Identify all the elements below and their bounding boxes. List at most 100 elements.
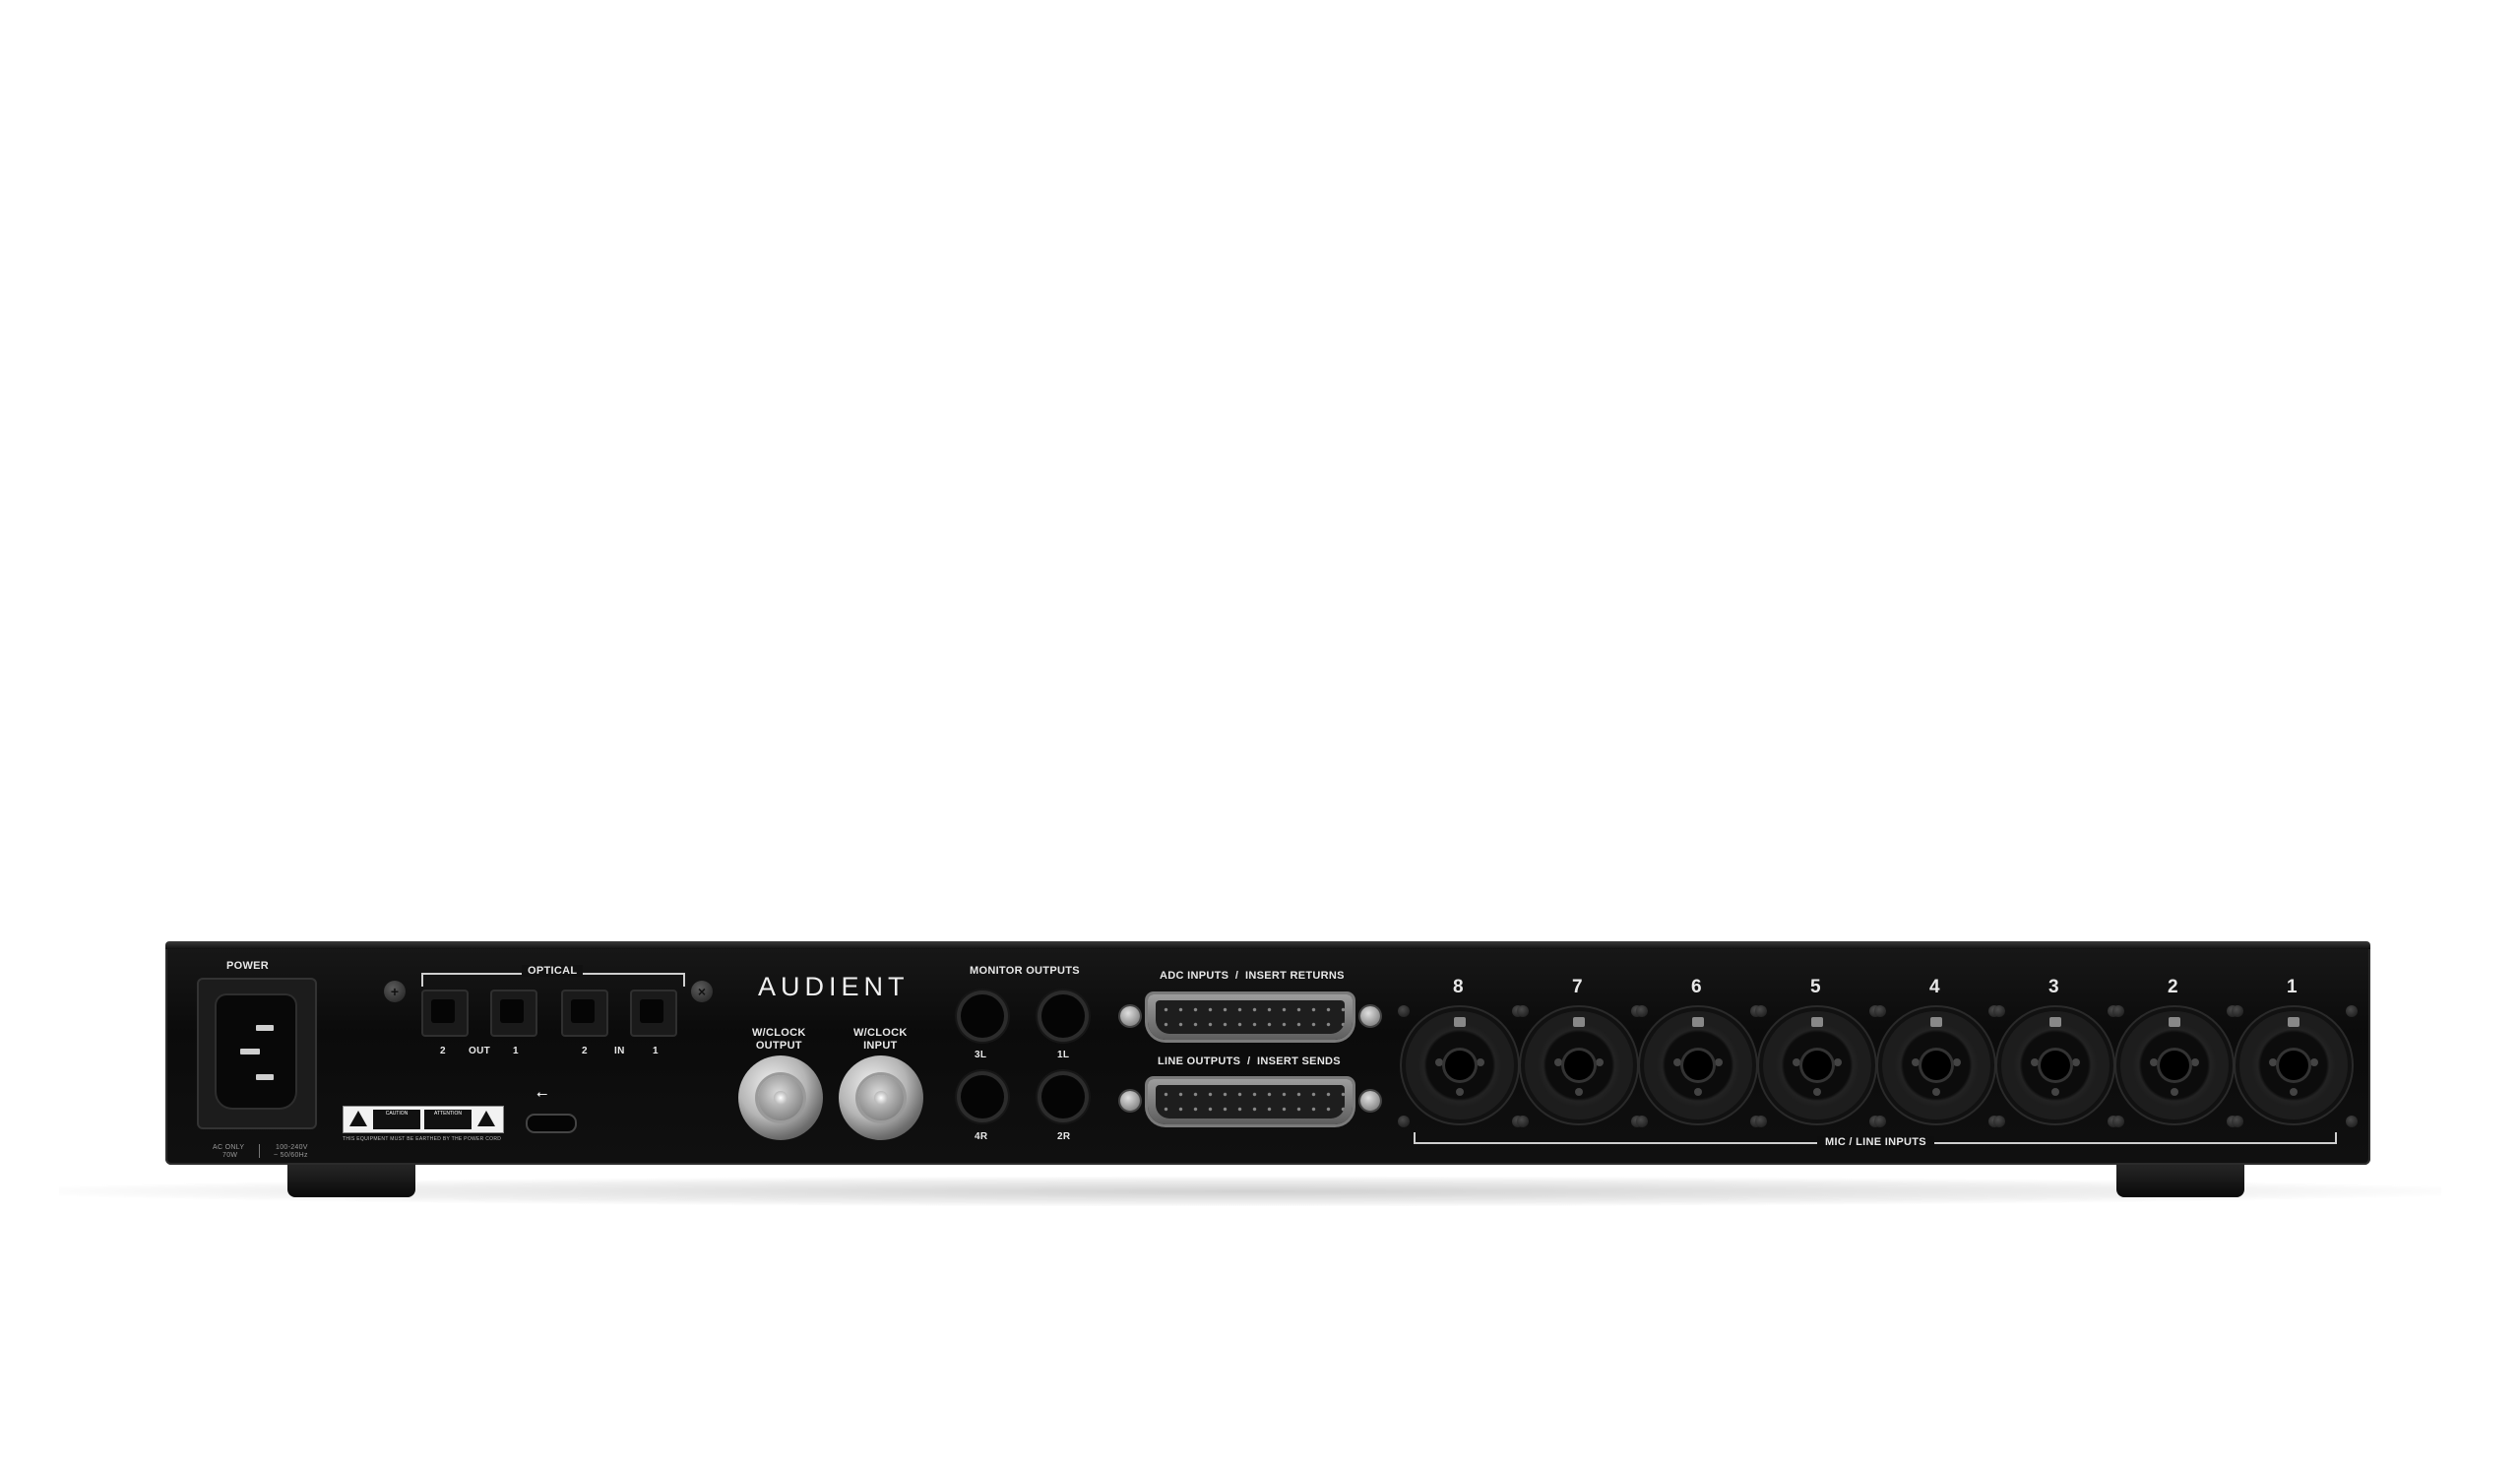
xlr-pin [2191,1058,2199,1066]
power-socket-inner [217,995,295,1108]
monitor-jack-2r[interactable] [1041,1075,1085,1118]
xlr-latch-tab [1454,1017,1466,1027]
power-pin-neutral [256,1074,274,1080]
warning-triangle-icon [477,1111,495,1126]
attention-box: ATTENTION [424,1110,472,1129]
power-divider [259,1144,260,1158]
xlr-latch-tab [1573,1017,1585,1027]
xlr-pin [2031,1058,2039,1066]
xlr-pin [2171,1088,2178,1096]
earth-notice: THIS EQUIPMENT MUST BE EARTHED BY THE PO… [343,1136,502,1142]
jack-socket-center [1802,1051,1832,1080]
xlr-screw-icon [1993,1116,2005,1127]
rubber-foot-left [287,1160,415,1197]
optical-out-2-port[interactable] [421,990,469,1037]
wordclock-input-bnc[interactable] [839,1055,923,1140]
xlr-latch-tab [2049,1017,2061,1027]
xlr-screw-icon [1517,1005,1529,1017]
xlr-screw-icon [2346,1116,2358,1127]
jack-socket-center [1445,1051,1475,1080]
xlr-pin [2072,1058,2080,1066]
xlr-screw-icon [2232,1005,2243,1017]
monitor-jack-3l[interactable] [961,994,1004,1038]
brand-logo: AUDIENT [758,972,910,1001]
xlr-latch-tab [2169,1017,2180,1027]
xlr-pin [1554,1058,1562,1066]
ac-only-label: AC ONLY [213,1144,245,1151]
jack-socket-center [1564,1051,1594,1080]
xlr-pin [1715,1058,1723,1066]
monitor-jack-4r[interactable] [961,1075,1004,1118]
channel-number-label: 1 [2287,977,2298,997]
xlr-latch-tab [1930,1017,1942,1027]
xlr-pin [2150,1058,2158,1066]
xlr-screw-icon [1874,1005,1886,1017]
xlr-pin [1813,1088,1821,1096]
xlr-combo-input-3[interactable] [2001,1011,2110,1119]
optical-label: OPTICAL [522,965,584,977]
warning-label-sticker: CAUTION ATTENTION [343,1106,504,1133]
xlr-pin [1596,1058,1604,1066]
mic-line-bracket [1414,1132,1416,1144]
xlr-pin [1953,1058,1961,1066]
xlr-latch-tab [1692,1017,1704,1027]
xlr-pin [1477,1058,1484,1066]
xlr-combo-input-8[interactable] [1406,1011,1514,1119]
wordclock-output-label: W/CLOCK OUTPUT [752,1027,806,1052]
xlr-pin [1932,1088,1940,1096]
xlr-combo-input-7[interactable] [1525,1011,1633,1119]
xlr-screw-icon [2112,1116,2124,1127]
power-pin-earth [240,1049,260,1055]
xlr-screw-icon [1874,1116,1886,1127]
xlr-screw-icon [2112,1005,2124,1017]
jack-socket-center [2160,1051,2189,1080]
jack-socket-center [2279,1051,2308,1080]
jack-socket-center [2041,1051,2070,1080]
jack-socket-center [1683,1051,1713,1080]
xlr-combo-input-6[interactable] [1644,1011,1752,1119]
channel-number-label: 2 [2168,977,2178,997]
xlr-combo-input-5[interactable] [1763,1011,1871,1119]
xlr-pin [1435,1058,1443,1066]
line-outputs-dsub-connector[interactable] [1148,1079,1353,1124]
power-watt-label: 70W [222,1152,238,1159]
channel-number-label: 8 [1453,977,1464,997]
dsub-screw-icon [1360,1091,1380,1111]
monitor-outputs-label: MONITOR OUTPUTS [970,965,1080,977]
xlr-combo-input-4[interactable] [1882,1011,1990,1119]
optical-port-label: IN [614,1046,625,1056]
xlr-combo-input-2[interactable] [2120,1011,2229,1119]
xlr-screw-icon [1755,1116,1767,1127]
usb-c-port[interactable] [526,1114,577,1133]
optical-out-1-port[interactable] [490,990,537,1037]
xlr-pin [2269,1058,2277,1066]
power-label: POWER [226,960,270,972]
xlr-combo-input-1[interactable] [2239,1011,2348,1119]
xlr-screw-icon [2232,1116,2243,1127]
channel-number-label: 7 [1572,977,1583,997]
xlr-screw-icon [1755,1005,1767,1017]
power-pin-live [256,1025,274,1031]
channel-number-label: 6 [1691,977,1702,997]
xlr-screw-icon [1517,1116,1529,1127]
monitor-jack-label: 3L [975,1050,987,1060]
optical-in-1-port[interactable] [630,990,677,1037]
xlr-screw-icon [1636,1116,1648,1127]
wordclock-output-bnc[interactable] [738,1055,823,1140]
channel-number-label: 5 [1810,977,1821,997]
xlr-pin [2310,1058,2318,1066]
xlr-latch-tab [1811,1017,1823,1027]
xlr-pin [1694,1088,1702,1096]
chassis-top-edge [165,941,2370,949]
warning-triangle-icon [349,1111,367,1126]
xlr-screw-icon [1993,1005,2005,1017]
monitor-jack-label: 2R [1057,1131,1071,1142]
iec-power-socket[interactable] [197,978,317,1129]
jack-socket-center [1922,1051,1951,1080]
xlr-pin [1673,1058,1681,1066]
dsub-screw-icon [1120,1091,1140,1111]
optical-in-2-port[interactable] [561,990,608,1037]
monitor-jack-1l[interactable] [1041,994,1085,1038]
xlr-latch-tab [2288,1017,2300,1027]
adc-inputs-dsub-connector[interactable] [1148,994,1353,1040]
